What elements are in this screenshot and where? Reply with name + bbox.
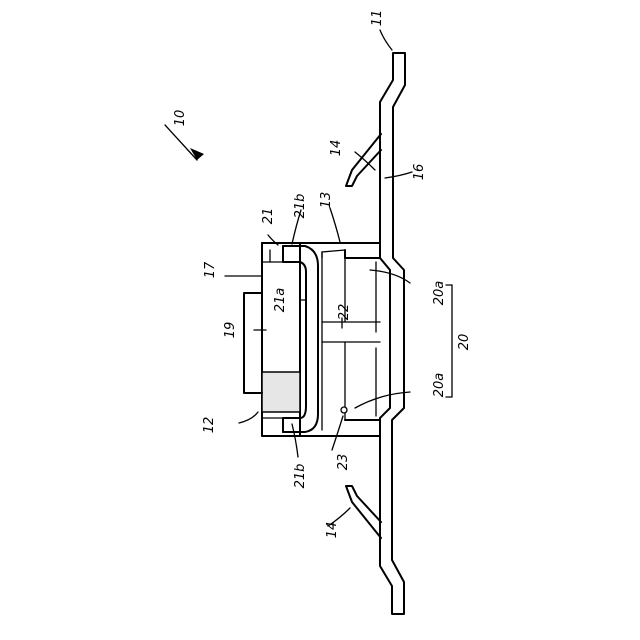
label-14-top: 14 <box>329 140 344 157</box>
label-13: 13 <box>319 192 334 209</box>
sensor-element <box>244 293 262 393</box>
spring-finger-bottom <box>346 486 381 538</box>
label-11: 11 <box>370 10 385 27</box>
module-body <box>262 243 300 436</box>
label-20: 20 <box>457 334 472 351</box>
label-12: 12 <box>202 417 217 434</box>
label-16: 16 <box>412 164 427 181</box>
label-20a-top: 20a <box>432 281 447 306</box>
label-21b-top: 21b <box>293 194 308 219</box>
label-21b-bottom: 21b <box>293 464 308 489</box>
label-19: 19 <box>223 322 238 339</box>
detent-dot <box>341 407 347 413</box>
housing <box>300 243 380 436</box>
label-20a-bottom: 20a <box>432 373 447 398</box>
label-14-bottom: 14 <box>325 522 340 539</box>
label-22: 22 <box>337 304 352 321</box>
label-23: 23 <box>336 454 351 471</box>
label-17: 17 <box>203 261 218 278</box>
label-21: 21 <box>261 208 276 225</box>
label-21a: 21a <box>273 288 288 313</box>
base-plate <box>380 53 405 614</box>
label-10: 10 <box>173 110 188 127</box>
